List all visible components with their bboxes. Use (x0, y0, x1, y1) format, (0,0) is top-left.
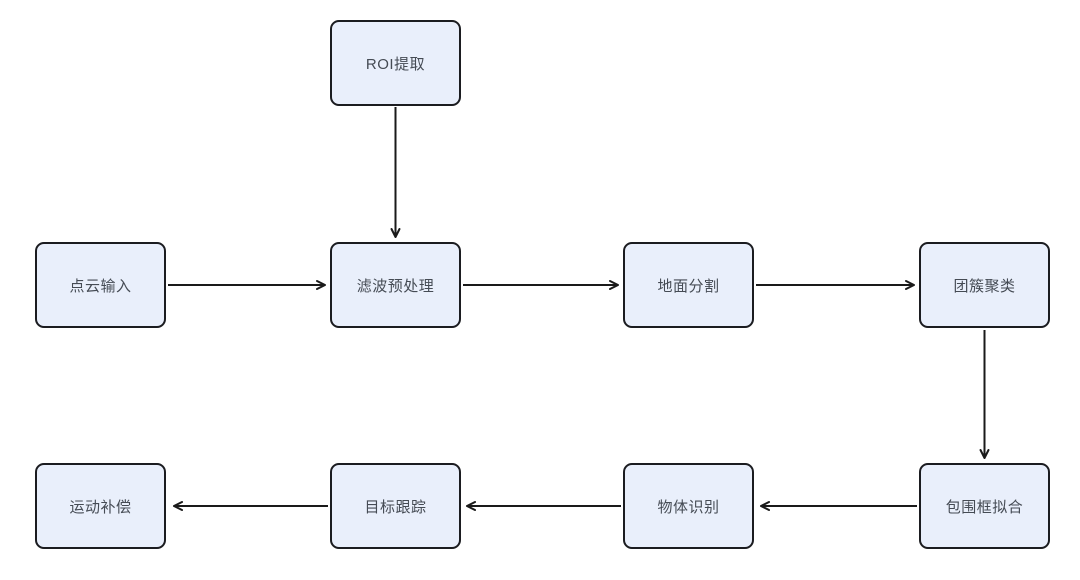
node-label: ROI提取 (365, 55, 426, 73)
node-label: 团簇聚类 (953, 277, 1016, 295)
node-object-recognition: 物体识别 (623, 463, 754, 549)
node-label: 目标跟踪 (364, 498, 427, 516)
node-point-cloud-input: 点云输入 (35, 242, 166, 328)
node-motion-compensation: 运动补偿 (35, 463, 166, 549)
node-target-tracking: 目标跟踪 (330, 463, 461, 549)
node-label: 点云输入 (69, 277, 132, 295)
node-label: 地面分割 (657, 277, 720, 295)
node-label: 物体识别 (657, 498, 720, 516)
node-filter-preprocessing: 滤波预处理 (330, 242, 461, 328)
node-ground-segmentation: 地面分割 (623, 242, 754, 328)
node-clustering: 团簇聚类 (919, 242, 1050, 328)
node-roi-extraction: ROI提取 (330, 20, 461, 106)
node-label: 滤波预处理 (356, 277, 435, 295)
node-bounding-box-fitting: 包围框拟合 (919, 463, 1050, 549)
node-label: 包围框拟合 (945, 498, 1024, 516)
node-label: 运动补偿 (69, 498, 132, 516)
